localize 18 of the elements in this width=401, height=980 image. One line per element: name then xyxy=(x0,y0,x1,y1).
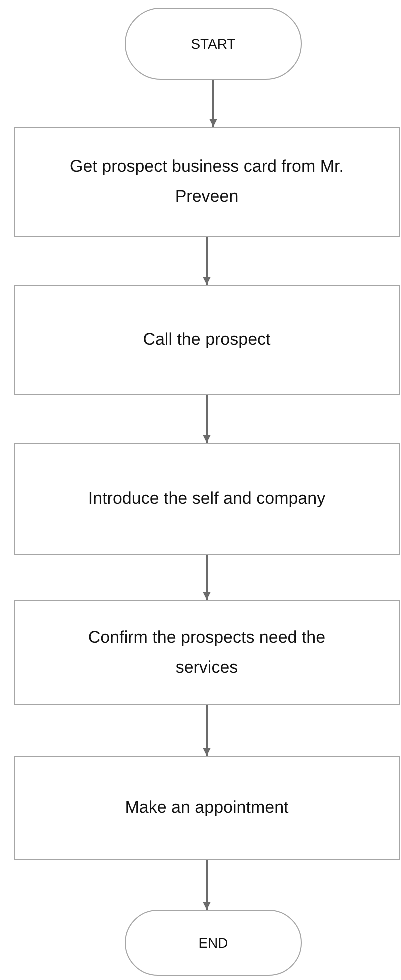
arrow xyxy=(203,860,211,910)
step-text: START xyxy=(191,35,236,54)
arrow xyxy=(203,705,211,756)
process-box xyxy=(14,127,400,237)
arrow xyxy=(203,555,211,600)
arrow xyxy=(210,80,218,127)
arrow xyxy=(203,395,211,443)
process-box xyxy=(14,285,400,395)
step-text: Call the prospect xyxy=(143,329,271,351)
step-text: Get prospect business card from Mr. Preveen xyxy=(69,156,345,208)
process-box xyxy=(14,756,400,860)
step-text: Make an appointment xyxy=(125,797,289,819)
step-text: END xyxy=(198,934,228,953)
process-box xyxy=(14,600,400,705)
process-box xyxy=(14,443,400,555)
step-text: Introduce the self and company xyxy=(88,488,326,510)
arrow xyxy=(203,237,211,285)
step-text: Confirm the prospects need the services xyxy=(87,626,327,678)
